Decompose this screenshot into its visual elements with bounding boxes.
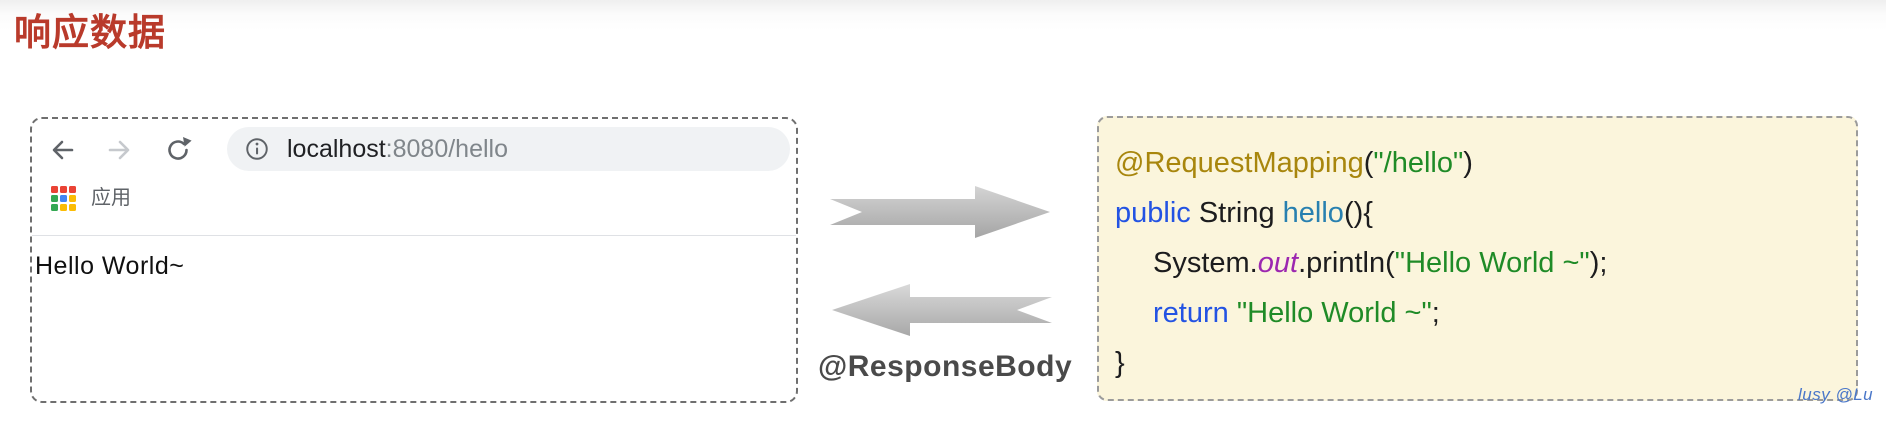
info-icon[interactable] (244, 136, 270, 162)
code-token-string: "Hello World ~" (1236, 297, 1432, 329)
apps-grid-dot (69, 204, 76, 211)
apps-grid-icon[interactable] (51, 186, 76, 211)
request-arrow (830, 186, 1050, 238)
response-arrow (832, 284, 1052, 336)
url-path: :8080/hello (385, 135, 508, 163)
code-token-plain: (){ (1343, 197, 1373, 229)
forward-icon[interactable] (106, 136, 134, 164)
url-text[interactable]: localhost:8080/hello (287, 127, 508, 171)
apps-grid-dot (69, 195, 76, 202)
code-token-field: out (1257, 247, 1299, 279)
response-body-annotation: @ResponseBody (818, 350, 1073, 383)
code-token-keyword: public (1115, 197, 1199, 229)
code-token-plain: ); (1589, 247, 1608, 279)
code-token-annotation: @RequestMapping (1115, 147, 1364, 179)
apps-grid-dot (51, 195, 58, 202)
code-token-plain: ) (1463, 147, 1473, 179)
code-token-plain: String (1198, 197, 1283, 229)
bookmark-apps-label[interactable]: 应用 (91, 187, 131, 209)
watermark: lusy @Lu (1798, 385, 1874, 404)
url-host: localhost (287, 135, 386, 163)
apps-grid-dot (51, 186, 58, 193)
code-token-string: "/hello" (1373, 147, 1464, 179)
code-token-string: "Hello World ~" (1394, 247, 1590, 279)
apps-grid-dot (69, 186, 76, 193)
code-token-method: hello (1282, 197, 1344, 229)
code-token-plain: System. (1153, 247, 1258, 279)
code-line: } (1099, 338, 1856, 388)
code-token-plain: ( (1363, 147, 1374, 179)
code-line: System.out.println("Hello World ~"); (1099, 238, 1856, 288)
code-line: public String hello(){ (1099, 188, 1856, 238)
apps-grid-dot (60, 195, 67, 202)
code-line: return "Hello World ~"; (1099, 288, 1856, 338)
code-token-plain: } (1115, 347, 1125, 379)
browser-window: localhost:8080/hello 应用 Hello World~ (30, 117, 798, 403)
code-line: @RequestMapping("/hello") (1099, 138, 1856, 188)
back-icon[interactable] (48, 136, 76, 164)
apps-grid-dot (60, 186, 67, 193)
code-token-plain: ; (1431, 297, 1440, 329)
refresh-icon[interactable] (164, 136, 192, 164)
apps-grid-dot (51, 204, 58, 211)
page-title: 响应数据 (14, 12, 166, 53)
url-bar[interactable]: localhost:8080/hello (227, 127, 790, 171)
code-block: @RequestMapping("/hello")public String h… (1097, 116, 1858, 401)
apps-grid-dot (60, 204, 67, 211)
browser-page-text: Hello World~ (35, 252, 185, 280)
code-token-keyword: return (1153, 297, 1237, 329)
code-token-plain: .println( (1298, 247, 1395, 279)
toolbar-divider (32, 235, 796, 236)
